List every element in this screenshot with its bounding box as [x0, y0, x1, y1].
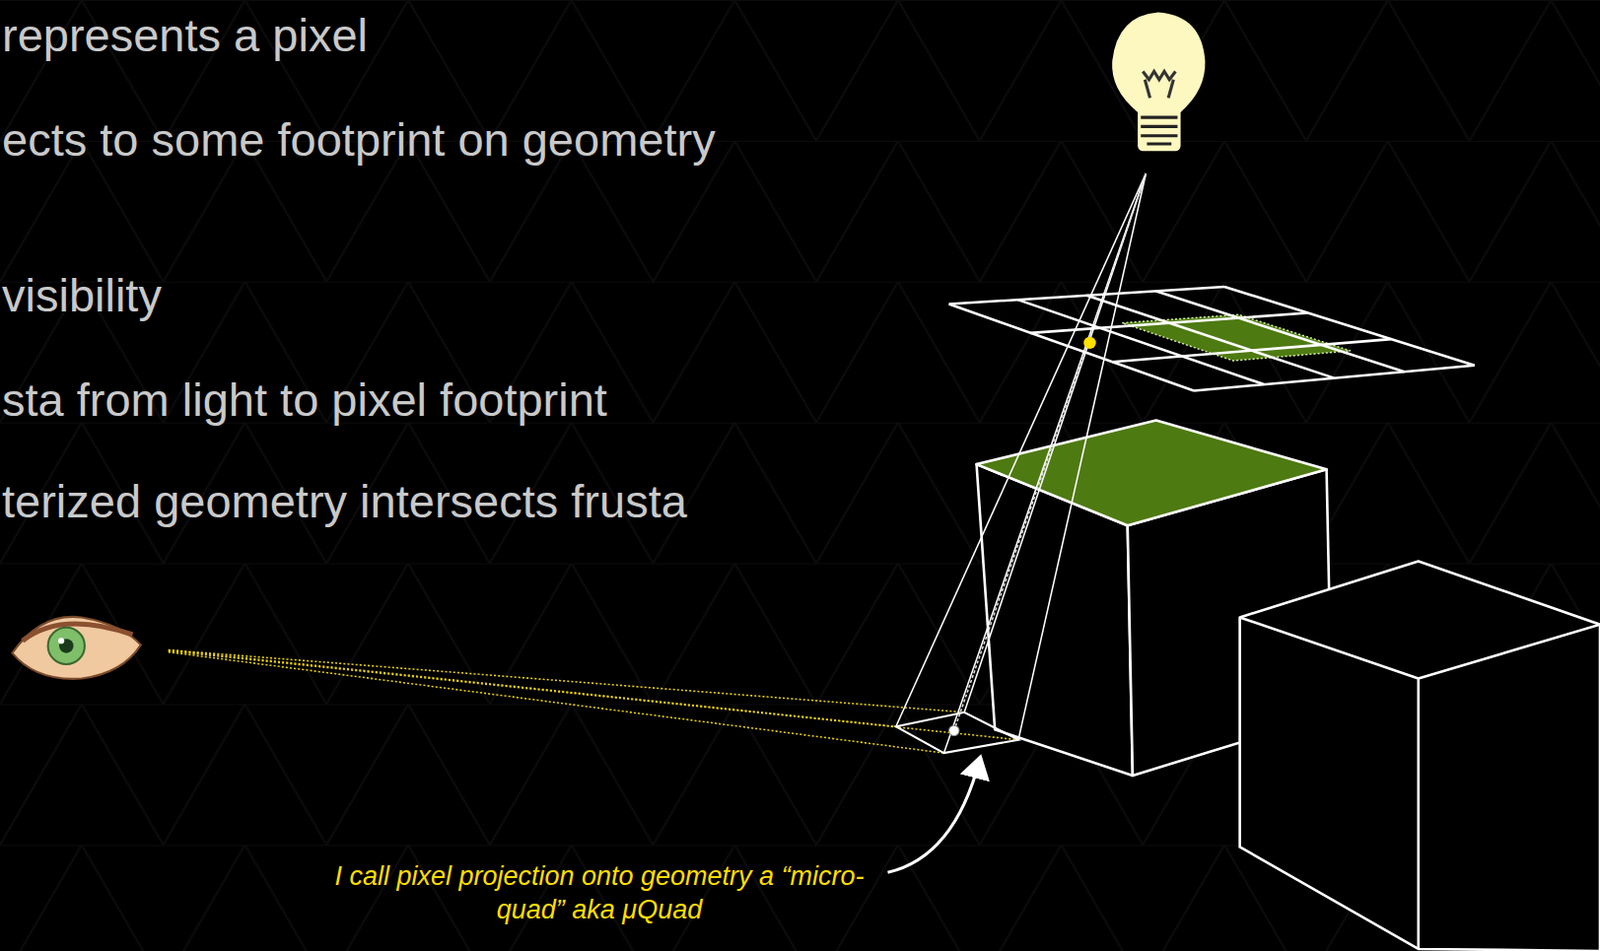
bullet-text: visibility [1, 270, 162, 322]
bullet-text: sta from light to pixel footprint [1, 374, 608, 426]
micro-quad [896, 712, 1019, 754]
grid-line [1193, 365, 1475, 392]
callout-arrow [888, 760, 980, 873]
bullet-text: terized geometry intersects frusta [1, 476, 688, 528]
grid-line [1224, 286, 1475, 366]
quad-center [949, 725, 960, 736]
light-frustum [896, 173, 1147, 754]
grid-line [949, 286, 1225, 305]
grid-line [1030, 313, 1308, 334]
shadow-map-grid [949, 286, 1475, 392]
cube [1240, 560, 1600, 951]
sample-dot [1083, 337, 1096, 349]
view-rays [168, 650, 1019, 755]
lightbulb-icon [1112, 11, 1205, 151]
grid-cell [1121, 314, 1351, 361]
bullet-text: represents a pixel [1, 9, 368, 62]
bullet-text: ects to some footprint on geometry [1, 114, 716, 166]
eye-icon [11, 617, 140, 680]
grid-line [1112, 339, 1392, 362]
note-text: I call pixel projection onto geometry a … [323, 860, 876, 928]
